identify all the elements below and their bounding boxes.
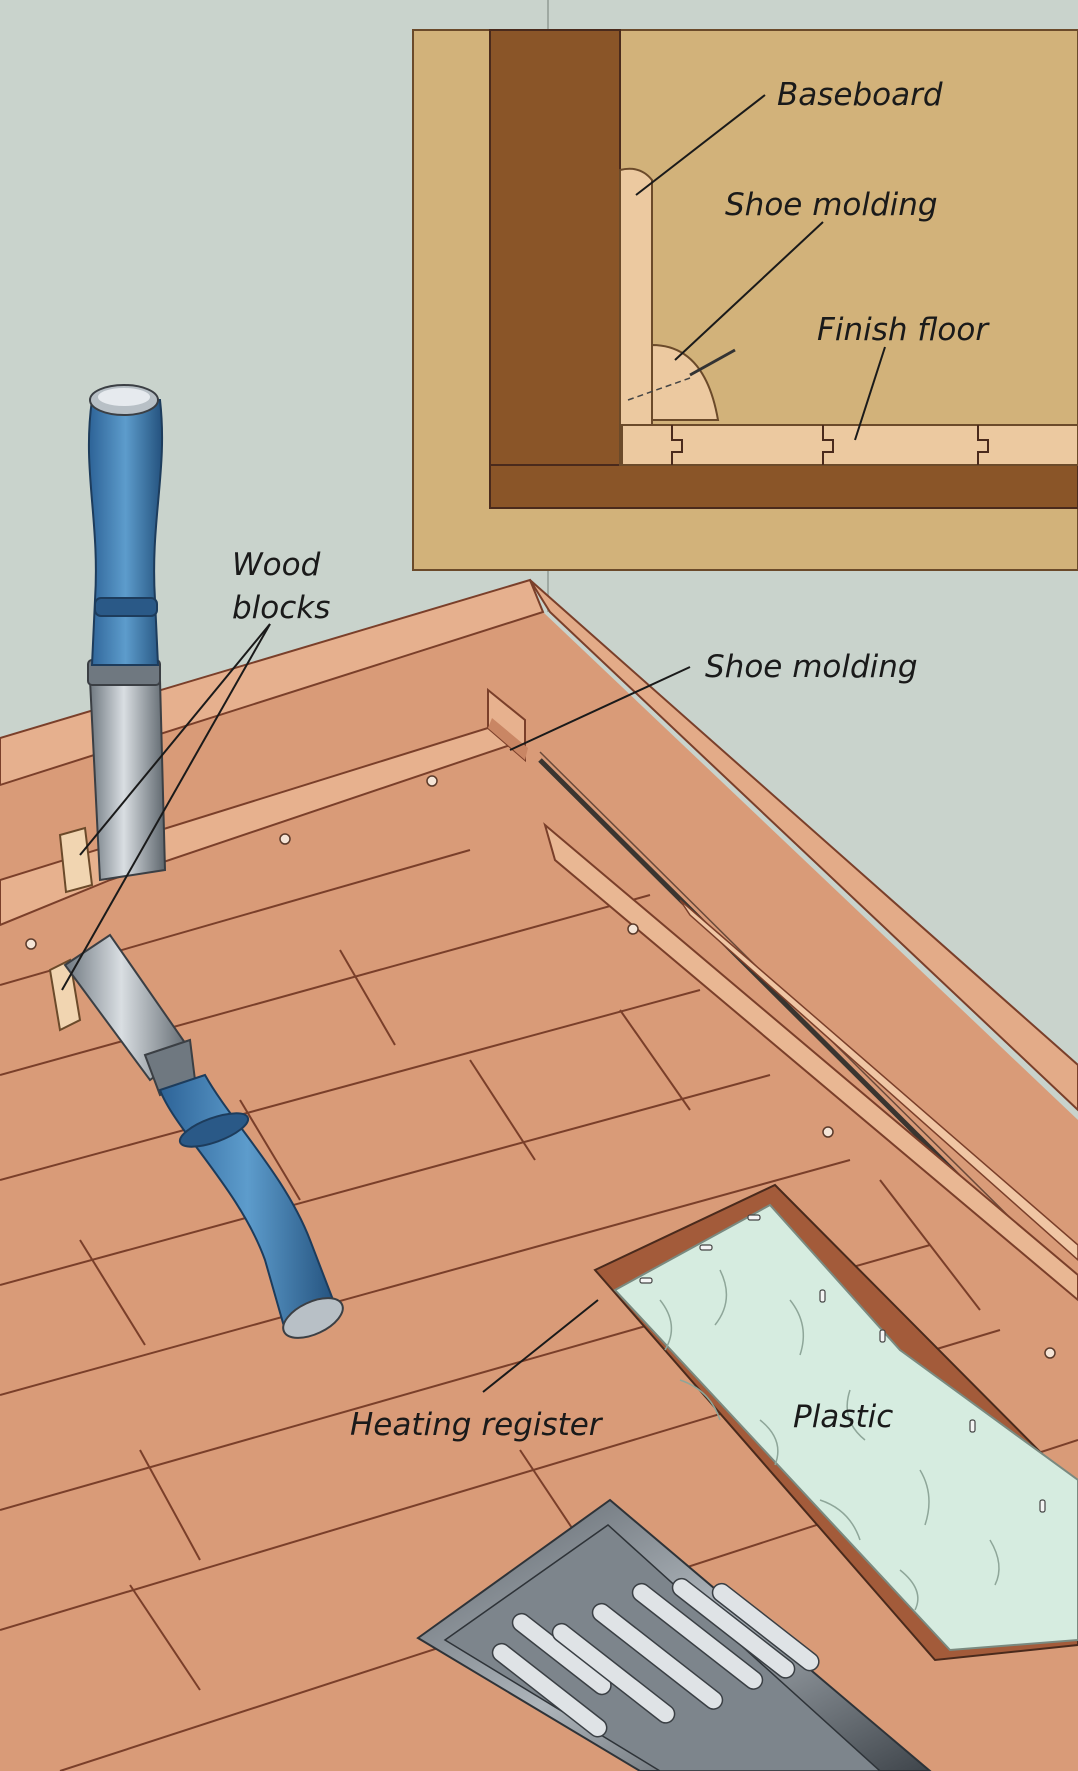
register-grate [416,1498,932,1771]
nail-holes [25,775,1056,1359]
label-heating-register: Heating register [350,1407,604,1443]
baseboard-right [529,579,1078,1112]
inset-baseboard [619,167,653,466]
label-baseboard: Baseboard [777,77,943,113]
cross-section-inset [412,29,1078,571]
heating-register-leader [482,1299,599,1393]
label-plastic: Plastic [793,1399,893,1435]
chisel-diagonal [63,933,344,1339]
label-wood-blocks-2: blocks [232,590,330,626]
wood-blocks-leader-lower [61,623,271,991]
shoe-molding-leader [509,666,691,751]
inset-wall-stud [489,29,621,509]
inset-finish-floor [621,424,1078,466]
finish-floor-leader [854,346,886,441]
inset-shoe-molding-leader [674,221,824,361]
label-shoe-molding: Shoe molding [705,649,918,685]
inset-shoe-molding [651,343,720,421]
wood-blocks-leader-upper [79,623,271,856]
baseboard-leader [635,94,766,196]
wood-block-lower [48,958,82,1032]
plastic-sheet [613,1203,1078,1652]
inset-nail [689,348,736,377]
chisel-vertical [87,384,167,882]
label-wood-blocks-1: Wood [232,547,321,583]
inset-subfloor [489,464,1078,509]
label-shoe-molding-inset: Shoe molding [725,187,938,223]
label-finish-floor: Finish floor [817,312,990,348]
wood-block-upper [58,826,94,894]
shoe-molding-strip-right [543,822,1078,1302]
